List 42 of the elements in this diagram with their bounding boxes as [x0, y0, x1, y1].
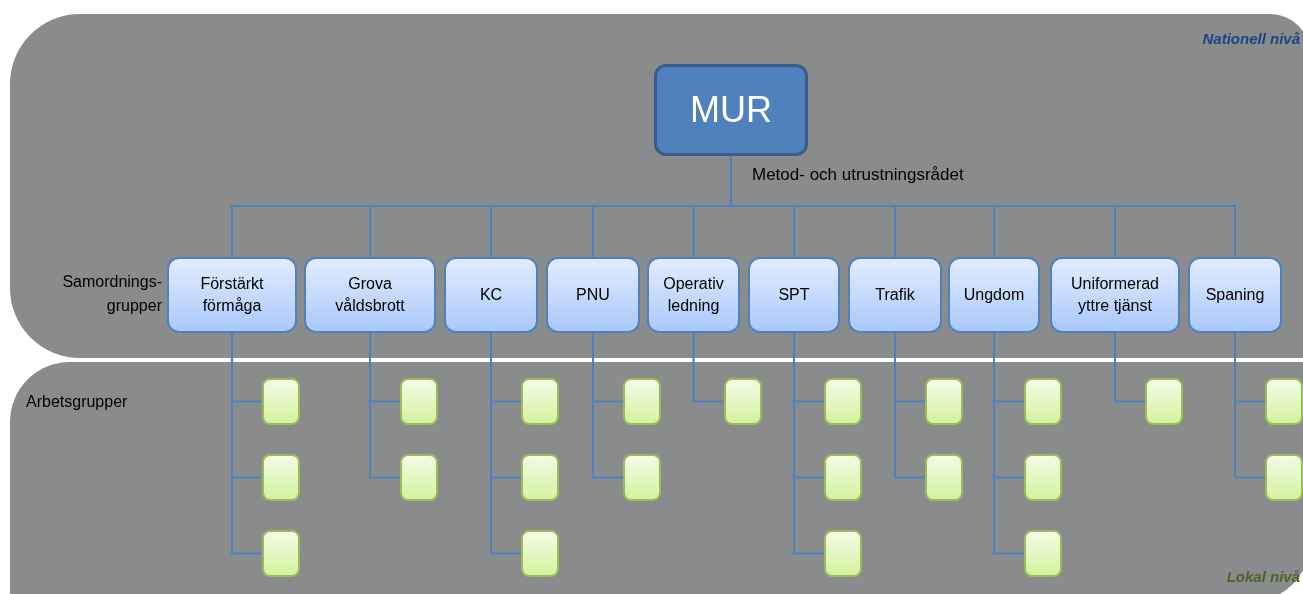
work-group-box — [623, 454, 661, 501]
group-box: Förstärkt förmåga — [167, 257, 297, 333]
work-group-box — [400, 454, 438, 501]
work-group-box — [1024, 530, 1062, 577]
work-group-box — [521, 530, 559, 577]
work-group-box — [1265, 454, 1303, 501]
work-group-box — [262, 454, 300, 501]
work-group-box — [1145, 378, 1183, 425]
level-label: Nationell nivå — [1202, 29, 1300, 49]
group-box: Ungdom — [948, 257, 1040, 333]
group-box: Spaning — [1188, 257, 1282, 333]
work-group-box — [1024, 454, 1062, 501]
node-caption: Metod- och utrustningsrådet — [752, 164, 964, 186]
level-band — [10, 14, 1303, 358]
work-group-box — [400, 378, 438, 425]
work-group-box — [521, 454, 559, 501]
work-group-box — [925, 454, 963, 501]
work-group-box — [1265, 378, 1303, 425]
group-box: Grova våldsbrott — [304, 257, 436, 333]
level-label: Lokal nivå — [1226, 566, 1300, 587]
group-box: PNU — [546, 257, 640, 333]
group-box: Uniformerad yttre tjänst — [1050, 257, 1180, 333]
council-box: MUR — [654, 64, 808, 156]
connector-line — [1114, 332, 1146, 403]
group-box: Operativ ledning — [647, 257, 740, 333]
work-group-box — [824, 454, 862, 501]
row-label: Arbetsgrupper — [26, 392, 128, 412]
group-box: SPT — [748, 257, 840, 333]
group-box: Trafik — [848, 257, 942, 333]
connector-line — [692, 332, 725, 403]
work-group-box — [521, 378, 559, 425]
work-group-box — [925, 378, 963, 425]
work-group-box — [723, 378, 762, 425]
work-group-box — [623, 378, 661, 425]
work-group-box — [262, 530, 300, 577]
work-group-box — [262, 378, 300, 425]
work-group-box — [1024, 378, 1062, 425]
work-group-box — [824, 378, 862, 425]
row-label: Samordnings- grupper — [61, 272, 162, 316]
level-band — [10, 362, 1303, 594]
group-box: KC — [444, 257, 538, 333]
work-group-box — [824, 530, 862, 577]
